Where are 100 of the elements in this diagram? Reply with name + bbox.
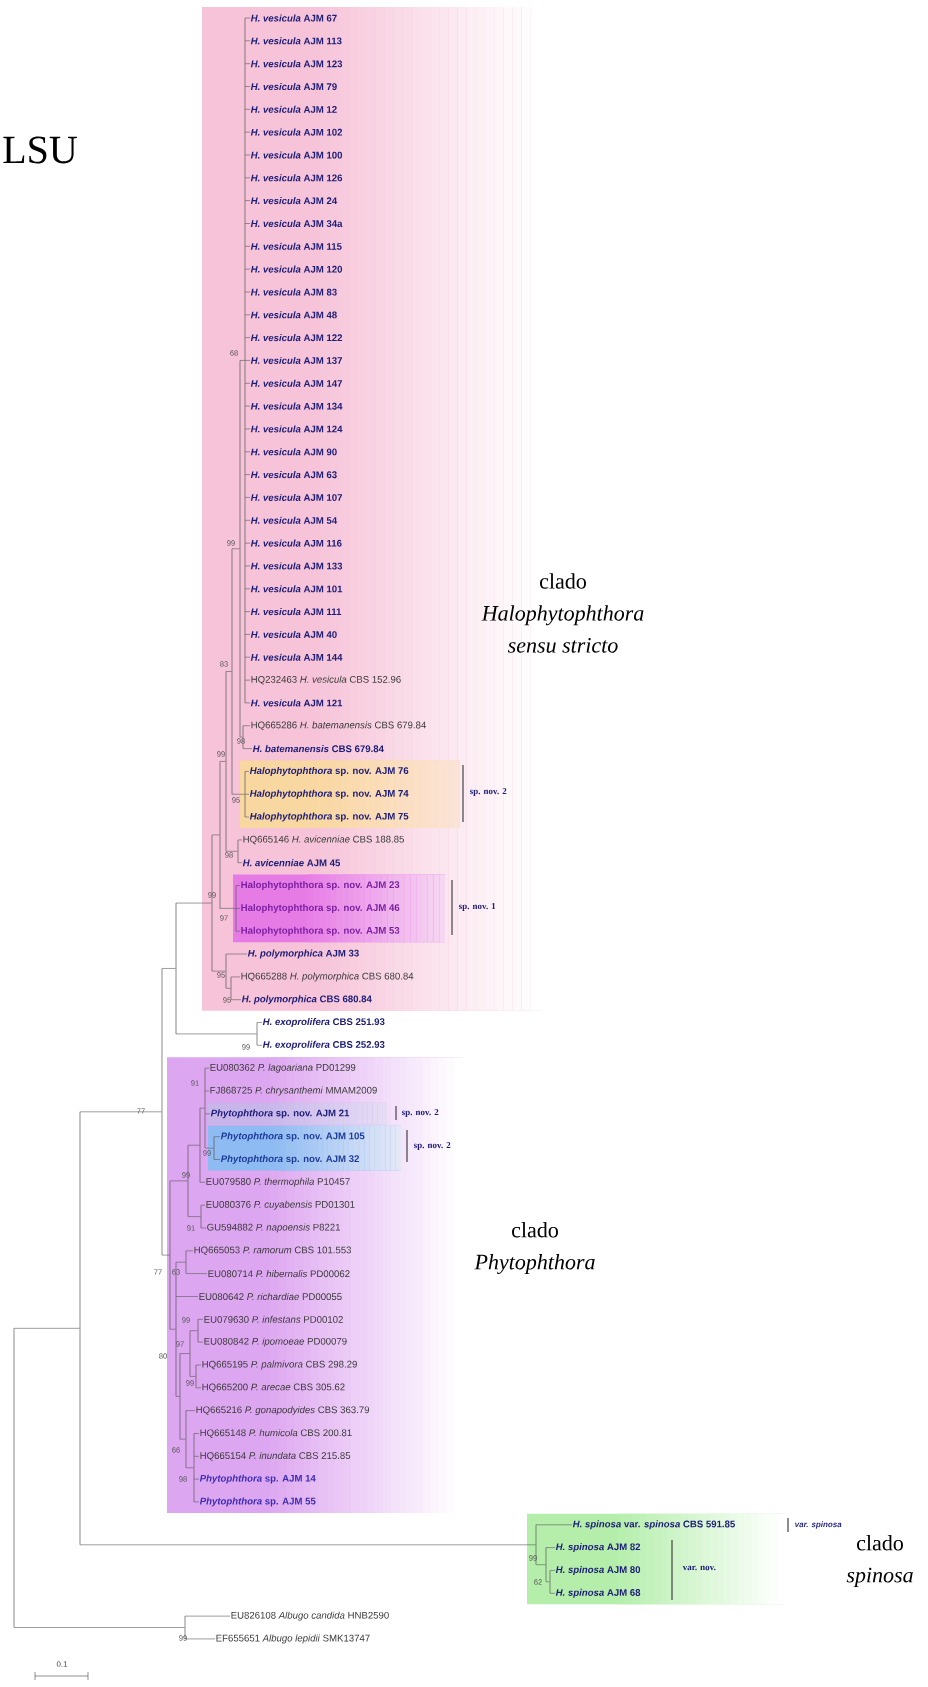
branch xyxy=(237,839,243,841)
title: LSU xyxy=(3,136,77,164)
branch xyxy=(225,851,238,852)
branch xyxy=(239,360,245,361)
branch xyxy=(185,1273,208,1274)
branch xyxy=(244,177,251,179)
taxon-label: Phytophthora sp. AJM 14 xyxy=(199,1474,316,1484)
branch xyxy=(244,223,251,224)
taxon-label: HQ665286 H. batemanensis CBS 679.84 xyxy=(251,721,426,731)
taxon-label: H. vesicula AJM 126 xyxy=(250,174,343,182)
branch xyxy=(244,246,251,247)
taxon-label: H. vesicula AJM 147 xyxy=(250,379,343,387)
taxon-label: EU080642 P. richardiae PD00055 xyxy=(199,1293,342,1301)
taxon-label: H. vesicula AJM 123 xyxy=(250,60,343,68)
taxon-label: H. vesicula AJM 90 xyxy=(250,448,337,456)
taxon-label: H. exoprolifera CBS 252.93 xyxy=(262,1040,385,1050)
branch xyxy=(189,1376,196,1377)
clade-label: clado Phytophthora xyxy=(474,1222,595,1274)
taxon-label: H. vesicula AJM 40 xyxy=(250,630,337,638)
taxon-label: EU826108 Albugo candida HNB2590 xyxy=(231,1611,389,1621)
taxon-label: Halophytophthora sp. nov. AJM 74 xyxy=(249,789,409,799)
branch xyxy=(244,542,251,544)
branch xyxy=(244,793,250,795)
clade-label: clado Halophytophthora sensu stricto xyxy=(481,573,644,653)
branch xyxy=(175,1261,186,1263)
branch xyxy=(219,908,236,909)
branch xyxy=(549,1593,556,1594)
branch xyxy=(225,988,231,989)
branch xyxy=(244,428,251,430)
taxon-label: Halophytophthora sp. nov. AJM 75 xyxy=(249,812,409,822)
taxon-label: H. vesicula AJM 12 xyxy=(250,105,337,113)
branch xyxy=(244,634,251,635)
branch xyxy=(193,1501,200,1503)
branch xyxy=(535,1564,546,1565)
taxon-label: H. vesicula AJM 100 xyxy=(250,151,343,159)
taxon-label: H. vesicula AJM 63 xyxy=(250,471,337,479)
branch xyxy=(193,1456,200,1457)
taxon-label: EU080362 P. lagoariana PD01299 xyxy=(210,1063,356,1073)
taxon-label: HQ665288 H. polymorphica CBS 680.84 xyxy=(241,972,414,982)
branch xyxy=(244,679,251,681)
taxon-label: Phytophthora sp. nov. AJM 21 xyxy=(210,1109,350,1119)
taxon-label: H. vesicula AJM 54 xyxy=(250,516,338,524)
taxon-label: H. vesicula AJM 79 xyxy=(250,83,337,91)
branch xyxy=(195,1364,202,1366)
branch xyxy=(235,908,241,909)
branch xyxy=(184,1615,231,1617)
taxon-label: H. exoprolifera CBS 251.93 xyxy=(262,1018,385,1027)
branch xyxy=(161,968,176,969)
branch xyxy=(184,1638,216,1640)
clade-band xyxy=(167,1057,462,1513)
taxon-label: EU079630 P. infestans PD00102 xyxy=(204,1315,343,1323)
taxon-label: Halophytophthora sp. nov. AJM 76 xyxy=(249,766,409,776)
branch xyxy=(242,725,251,726)
branch xyxy=(244,86,251,87)
taxon-label: H. spinosa AJM 68 xyxy=(555,1588,641,1598)
branch xyxy=(175,1396,180,1397)
branch xyxy=(549,1570,556,1571)
taxon-label: Phytophthora sp. nov. AJM 32 xyxy=(220,1155,359,1164)
taxon-label: H. vesicula AJM 120 xyxy=(250,265,343,273)
taxon-label: H. spinosa var. spinosa CBS 591.85 xyxy=(572,1520,735,1530)
branch xyxy=(197,1319,204,1320)
taxon-label: HQ665195 P. palmivora CBS 298.29 xyxy=(202,1360,357,1370)
taxon-label: GU594882 P. napoensis P8221 xyxy=(207,1223,340,1233)
bracket-label: sp. nov. 1 xyxy=(458,903,496,911)
branch xyxy=(169,1180,188,1182)
branch xyxy=(244,474,251,475)
branch xyxy=(244,154,251,156)
taxon-label: FJ868725 P. chrysanthemi MMAM2009 xyxy=(210,1086,377,1096)
bracket-label: sp. nov. 2 xyxy=(469,788,507,796)
branch xyxy=(193,1433,200,1434)
branch xyxy=(79,1111,162,1113)
taxon-label: H. vesicula AJM 121 xyxy=(250,699,343,707)
branch xyxy=(211,834,220,836)
branch xyxy=(256,1022,263,1023)
taxon-label: HQ665216 P. gonapodyides CBS 363.79 xyxy=(196,1406,370,1416)
branch xyxy=(175,1296,199,1297)
branch xyxy=(244,771,250,772)
branch xyxy=(244,360,251,361)
clade-band xyxy=(527,1513,785,1605)
branch xyxy=(244,17,251,19)
branch xyxy=(185,1250,194,1252)
branch xyxy=(244,63,251,64)
branch xyxy=(545,1581,550,1583)
taxon-label: Halophytophthora sp. nov. AJM 53 xyxy=(241,926,400,936)
branch xyxy=(185,1467,194,1469)
taxon-label: H. vesicula AJM 116 xyxy=(250,539,342,547)
branch xyxy=(179,1353,190,1354)
taxon-label: HQ232463 H. vesicula CBS 152.96 xyxy=(251,675,401,685)
branch xyxy=(244,656,251,658)
branch xyxy=(204,1113,211,1115)
branch xyxy=(244,291,251,293)
taxon-label: H. vesicula AJM 83 xyxy=(250,288,337,296)
taxon-label: H. vesicula AJM 134 xyxy=(250,402,343,410)
branch xyxy=(244,383,251,384)
branch xyxy=(13,1328,80,1329)
bracket-label: var. nov. xyxy=(682,1565,716,1571)
taxon-label: H. vesicula AJM 111 xyxy=(250,608,342,616)
branch xyxy=(193,1478,200,1480)
taxon-label: H. vesicula AJM 48 xyxy=(250,311,337,319)
branch xyxy=(219,761,226,762)
